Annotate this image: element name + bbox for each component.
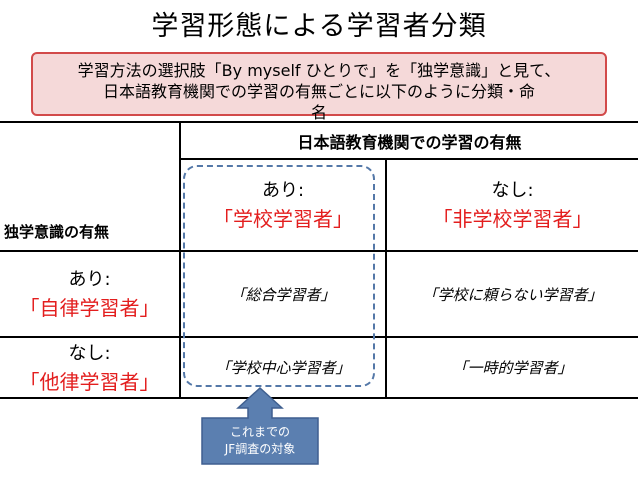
table-top-border <box>0 121 638 123</box>
col-divider-2 <box>385 158 387 399</box>
col-group-header: 日本語教育機関での学習の有無 <box>297 132 522 152</box>
row-header-autonomous: あり: 「自律学習者」 <box>0 252 179 336</box>
table-cell: 「総合学習者」 <box>230 285 336 304</box>
col-header-school-top: あり: <box>261 180 305 201</box>
col-header-nonschool-label: 「非学校学習者」 <box>432 207 593 231</box>
row-group-header: 独学意識の有無 <box>4 223 110 241</box>
col-header-nonschool: なし: 「非学校学習者」 <box>387 160 638 250</box>
row-header-autonomous-label: 「自律学習者」 <box>19 296 160 320</box>
school-column-highlight <box>183 165 375 387</box>
header-bottom-border <box>0 250 638 252</box>
arrow-label: これまでの JF調査の対象 <box>224 425 296 456</box>
col-divider-1 <box>179 121 181 399</box>
header-divider <box>180 158 638 160</box>
table-bottom-border <box>0 397 638 399</box>
col-header-nonschool-top: なし: <box>491 180 534 201</box>
col-header-school: あり: 「学校学習者」 <box>181 160 385 250</box>
row-header-autonomous-top: あり: <box>68 269 111 290</box>
arrow-shape <box>201 386 319 465</box>
col-header-school-label: 「学校学習者」 <box>213 207 353 231</box>
callout-text: 学習方法の選択肢「By myself ひとりで」を「独学意識」と見て、 日本語教… <box>77 61 561 122</box>
table-cell: 「一時的学習者」 <box>452 359 573 377</box>
slide-title: 学習形態による学習者分類 <box>151 11 487 42</box>
row-header-heteronomous: なし: 「他律学習者」 <box>0 338 179 397</box>
row-header-heteronomous-label: 「他律学習者」 <box>19 369 160 394</box>
up-arrow-callout <box>201 386 319 465</box>
row-divider <box>0 336 638 338</box>
table-cell: 「学校に頼らない学習者」 <box>422 285 603 304</box>
callout-box: 学習方法の選択肢「By myself ひとりで」を「独学意識」と見て、 日本語教… <box>31 52 607 122</box>
table-cell: 「学校中心学習者」 <box>215 359 351 377</box>
row-header-heteronomous-top: なし: <box>68 342 111 364</box>
